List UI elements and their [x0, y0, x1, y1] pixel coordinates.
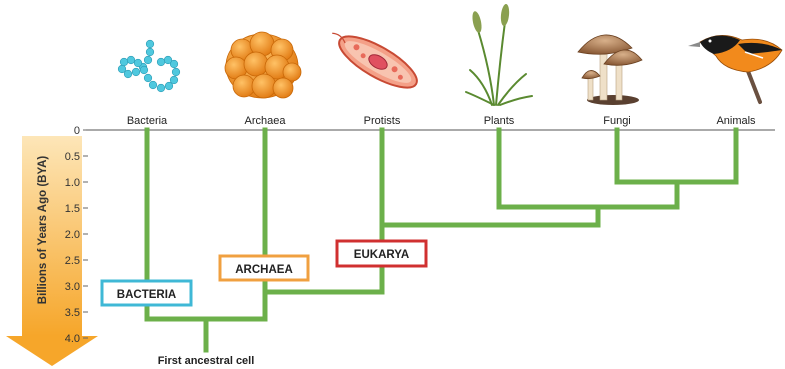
domain-label-archaea: ARCHAEA [220, 256, 308, 280]
mushroom-icon [578, 35, 642, 105]
protist-cell-icon [324, 22, 424, 97]
tree-branches [147, 130, 736, 350]
axis-tick-label: 1.5 [65, 203, 80, 215]
axis-tick-label: 2.0 [65, 229, 80, 241]
axis-tick-label: 0 [74, 125, 80, 137]
time-arrow [6, 136, 98, 366]
domain-archaea-text: ARCHAEA [235, 264, 293, 276]
taxon-label-protists: Protists [364, 115, 401, 127]
domain-eukarya-text: EUKARYA [354, 249, 409, 261]
domain-label-bacteria: BACTERIA [102, 281, 191, 305]
taxon-label-animals: Animals [716, 115, 756, 127]
bacteria-chain-icon [118, 40, 180, 92]
domain-bacteria-text: BACTERIA [117, 289, 176, 301]
axis-label: Billions of Years Ago (BYA) [37, 156, 49, 305]
archaea-cluster-icon [225, 32, 301, 98]
axis-ticks: 0 0.5 1.0 1.5 2.0 2.5 3.0 3.5 4.0 [65, 125, 88, 345]
domain-label-eukarya: EUKARYA [337, 241, 426, 266]
bird-icon [688, 35, 782, 102]
axis-tick-label: 0.5 [65, 151, 80, 163]
axis-tick-label: 3.5 [65, 307, 80, 319]
taxon-label-fungi: Fungi [603, 115, 631, 127]
axis-tick-label: 2.5 [65, 255, 80, 267]
axis-tick-label: 4.0 [65, 333, 80, 345]
axis-tick-label: 3.0 [65, 281, 80, 293]
taxon-label-bacteria: Bacteria [127, 115, 168, 127]
taxon-label-archaea: Archaea [245, 115, 287, 127]
axis-tick-label: 1.0 [65, 177, 80, 189]
wheat-plant-icon [466, 4, 532, 105]
taxon-label-plants: Plants [484, 115, 515, 127]
root-label: First ancestral cell [158, 355, 255, 367]
